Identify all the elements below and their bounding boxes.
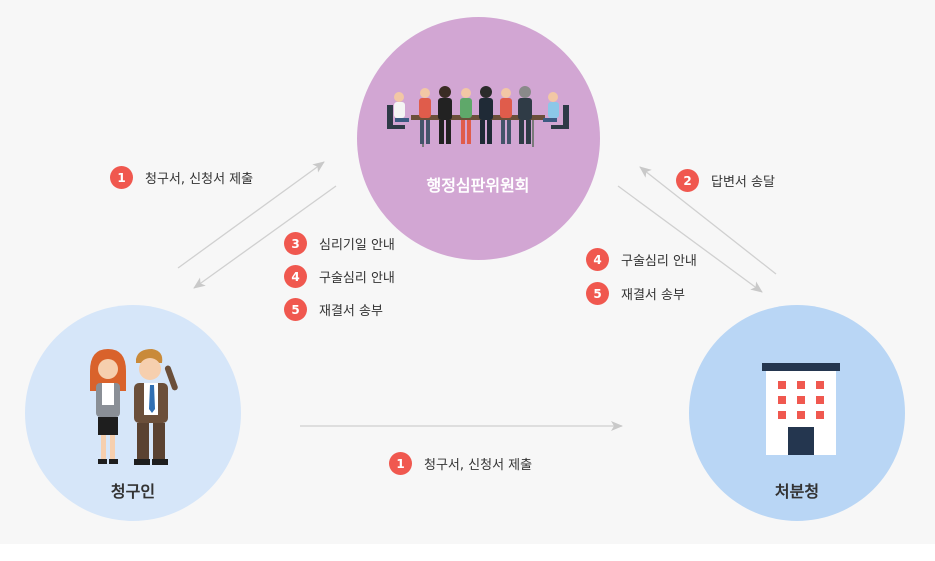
step-claimant-to-agency: 1 청구서, 신청서 제출	[389, 452, 532, 475]
arrow-agency-to-committee	[639, 166, 777, 275]
office-building-icon	[762, 363, 840, 455]
step-label: 구술심리 안내	[319, 271, 395, 286]
step-badge: 5	[284, 298, 307, 321]
step-badge: 4	[586, 248, 609, 271]
step-committee-to-claimant-5: 5 재결서 송부	[284, 298, 383, 321]
step-label: 답변서 송달	[711, 175, 775, 190]
claimant-circle	[25, 305, 241, 521]
step-badge: 4	[284, 265, 307, 288]
step-label: 재결서 송부	[621, 288, 685, 303]
arrow-committee-to-claimant	[193, 185, 337, 289]
step-label: 재결서 송부	[319, 304, 383, 319]
step-committee-to-claimant-3: 3 심리기일 안내	[284, 232, 395, 255]
step-label: 심리기일 안내	[319, 238, 395, 253]
step-badge: 5	[586, 282, 609, 305]
two-people-icon	[90, 349, 178, 465]
agency-label: 처분청	[774, 482, 820, 501]
step-badge: 2	[676, 169, 699, 192]
arrow-committee-to-agency	[617, 185, 763, 293]
step-label: 구술심리 안내	[621, 254, 697, 269]
step-badge: 1	[389, 452, 412, 475]
committee-label: 행정심판위원회	[426, 176, 530, 195]
step-committee-to-agency-5: 5 재결서 송부	[586, 282, 685, 305]
step-badge: 3	[284, 232, 307, 255]
step-committee-to-agency-4: 4 구술심리 안내	[586, 248, 697, 271]
step-badge: 1	[110, 166, 133, 189]
step-label: 청구서, 신청서 제출	[145, 172, 254, 187]
arrow-claimant-to-committee	[177, 161, 325, 269]
meeting-people-icon	[387, 86, 569, 147]
step-committee-to-claimant-4: 4 구술심리 안내	[284, 265, 395, 288]
step-claimant-to-committee: 1 청구서, 신청서 제출	[110, 166, 253, 189]
step-label: 청구서, 신청서 제출	[424, 458, 533, 473]
step-agency-to-committee: 2 답변서 송달	[676, 169, 775, 192]
committee-circle	[357, 17, 600, 260]
claimant-label: 청구인	[110, 482, 156, 501]
